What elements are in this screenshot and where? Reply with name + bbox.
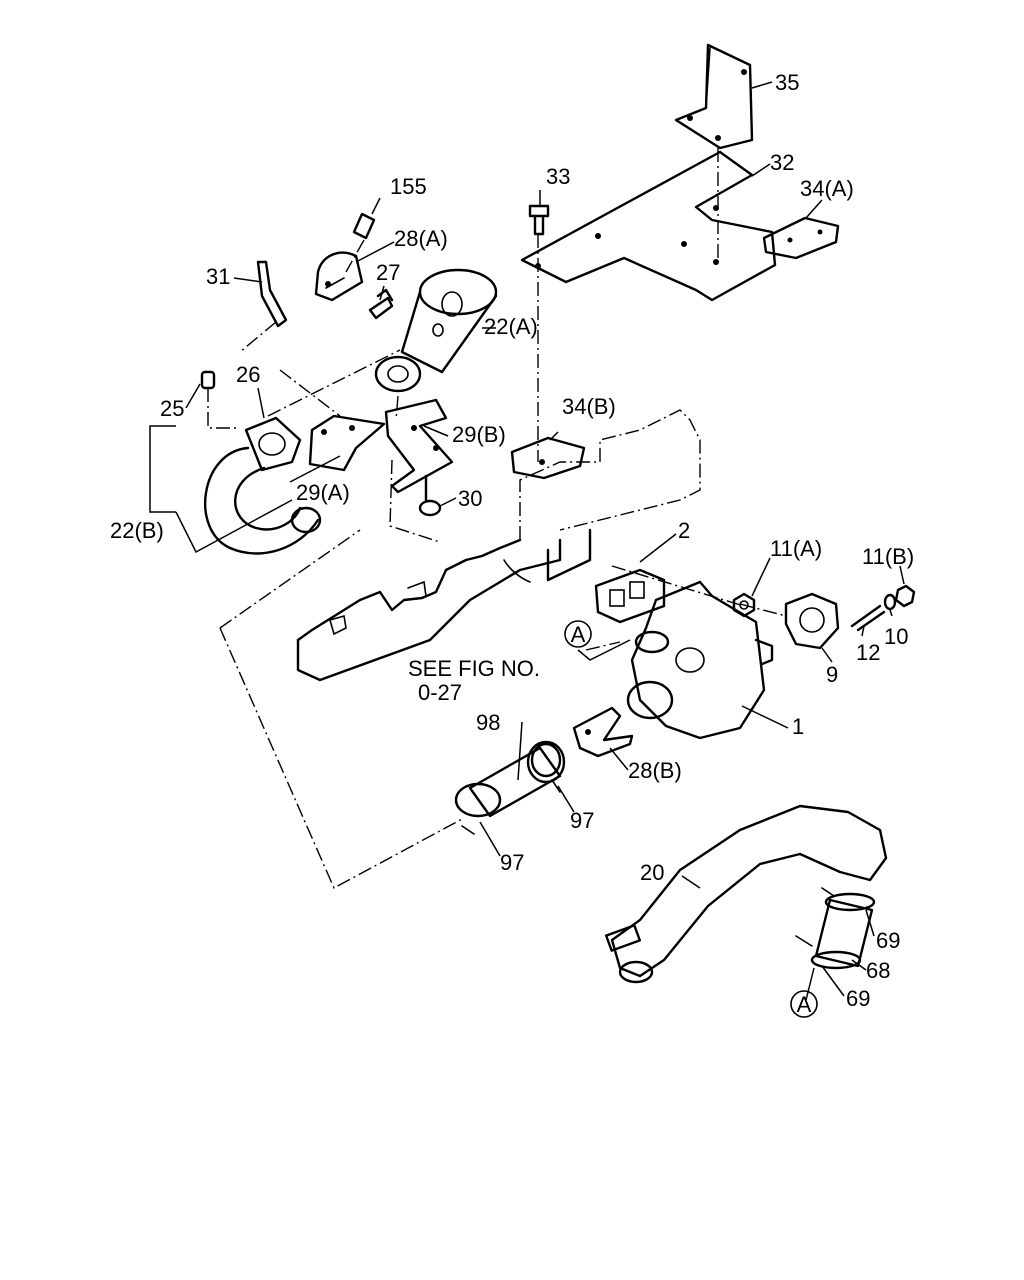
label-33: 33 (546, 164, 570, 189)
label-68: 68 (866, 958, 890, 983)
label-9: 9 (826, 662, 838, 687)
bolt-30 (418, 474, 442, 517)
label-31: 31 (206, 264, 230, 289)
label-97-lower: 97 (500, 850, 524, 875)
bracket-34b (510, 436, 586, 480)
svg-text:A: A (797, 992, 812, 1017)
label-25: 25 (160, 396, 184, 421)
washer-10 (883, 593, 897, 611)
stud-12 (850, 604, 886, 632)
flange-26 (244, 416, 302, 472)
label-10: 10 (884, 624, 908, 649)
stud-25 (200, 370, 216, 390)
exhaust-pipe-22b (203, 446, 322, 555)
label-1: 1 (792, 714, 804, 739)
clamp-28b (572, 706, 634, 758)
label-22a: 22(A) (484, 314, 538, 339)
label-98: 98 (476, 710, 500, 735)
label-69-lower: 69 (846, 986, 870, 1011)
bracket-29a (308, 414, 386, 472)
bracket-34a (762, 216, 840, 260)
fitting-155 (352, 212, 376, 240)
label-30: 30 (458, 486, 482, 511)
clamp-97-upper (526, 740, 566, 793)
label-11b: 11(B) (862, 544, 914, 569)
label-26: 26 (236, 362, 260, 387)
label-29a: 29(A) (296, 480, 350, 505)
turbocharger-1 (626, 580, 774, 740)
label-29b: 29(B) (452, 422, 506, 447)
marker-a-upper: A (564, 620, 592, 648)
exhaust-manifold (296, 409, 701, 682)
label-12: 12 (856, 640, 880, 665)
note-line-1: SEE FIG NO. (408, 656, 540, 681)
label-32: 32 (770, 150, 794, 175)
label-34b: 34(B) (562, 394, 616, 419)
pipe-98 (468, 742, 562, 818)
assembly-lines (207, 148, 787, 889)
leader-lines (149, 81, 905, 1001)
label-28a: 28(A) (394, 226, 448, 251)
strap-31 (256, 260, 288, 328)
label-27: 27 (376, 260, 400, 285)
label-155: 155 (390, 174, 427, 199)
label-11a: 11(A) (770, 536, 822, 561)
note-line-2: 0-27 (418, 680, 462, 705)
label-35: 35 (775, 70, 799, 95)
bolt-33 (528, 204, 550, 236)
label-97-upper: 97 (570, 808, 594, 833)
nut-11b (894, 584, 916, 608)
svg-text:A: A (571, 622, 586, 647)
label-2: 2 (678, 518, 690, 543)
clamp-97-lower (454, 782, 502, 835)
hose-68 (814, 898, 874, 968)
label-22b: 22(B) (110, 518, 164, 543)
air-pipe-20 (604, 804, 888, 984)
clamp-69-lower (795, 935, 862, 970)
clamp-28a (314, 251, 364, 302)
bracket-29b (384, 398, 454, 494)
label-20: 20 (640, 860, 664, 885)
exhaust-elbow-22a (374, 268, 498, 393)
label-69-upper: 69 (876, 928, 900, 953)
bracket-35 (674, 43, 754, 150)
marker-a-lower: A (790, 990, 818, 1018)
label-28b: 28(B) (628, 758, 682, 783)
gasket-2 (594, 568, 666, 624)
bolt-27 (368, 288, 394, 320)
label-34a: 34(A) (800, 176, 854, 201)
clamp-69-upper (821, 887, 876, 912)
gasket-9 (784, 592, 840, 650)
